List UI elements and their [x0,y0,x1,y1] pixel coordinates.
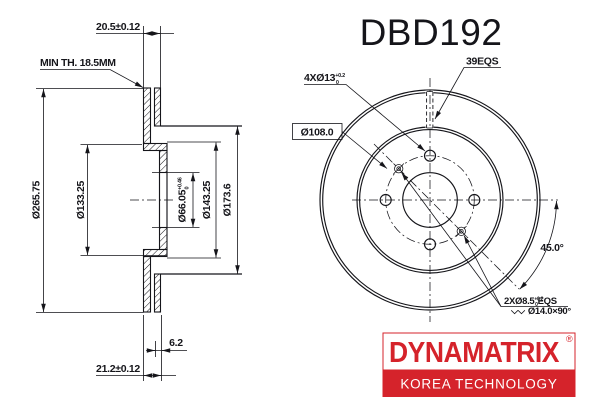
callout-vanes: 39EQS [434,56,501,120]
dim-angle: 45.0° [519,200,564,290]
dim-thickness-label: 20.5±0.12 [96,21,140,33]
min-thickness-label: MIN TH. 18.5MM [40,57,116,69]
logo: DYNAMATRIX ® KOREA TECHNOLOGY [382,332,576,397]
vent-slot [425,90,434,129]
note-min-thickness: MIN TH. 18.5MM [40,57,144,88]
disc-section-geometry [142,87,242,313]
brand-name: DYNAMATRIX [389,337,560,369]
centerlines [352,78,558,322]
countersink-label: ⌵⌵Ø14.0×90° [510,306,571,317]
screw-holes [393,163,467,237]
dim-outer-diameter: Ø265.75 [31,88,144,313]
bore-diameter-label: Ø66.05+0.460 [177,177,191,222]
dim-bore-diameter: Ø66.05+0.460 [152,172,200,228]
outer-diameter-label: Ø265.75 [31,180,43,219]
hat-outer-diameter-label: Ø173.6 [222,183,234,216]
vanes-label: 39EQS [466,56,499,68]
part-number-title: DBD192 [360,12,503,53]
tagline-banner [383,369,575,397]
dim-friction-inner-diameter: Ø133.25 [75,144,167,256]
friction-inner-diameter-label: Ø133.25 [75,180,87,219]
bolt-circle [385,155,475,245]
angle-label: 45.0° [540,242,563,254]
callout-pitch-circle: Ø108.0 [292,123,388,169]
section-view: 20.5±0.12 MIN TH. 18.5MM Ø265.75 Ø133.25… [31,21,242,381]
dim-face-offset: 6.2 [143,315,187,381]
dim-thickness: 20.5±0.12 [96,21,174,88]
total-height-label: 21.2±0.12 [96,363,140,375]
hat-step-diameter-label: Ø143.25 [201,180,213,219]
registered-mark: ® [566,334,573,344]
face-offset-label: 6.2 [169,337,183,349]
dim-hat-outer-diameter: Ø173.6 [222,126,240,274]
dim-total-height: 21.2±0.12 [96,363,176,378]
countersink-icon: ⌵⌵ [510,306,526,317]
bolt-holes [379,149,481,251]
front-view: DBD192 [292,12,572,322]
dim-hat-step-diameter: Ø143.25 [167,141,221,259]
pitch-circle-label: Ø108.0 [301,127,334,139]
tagline-text: KOREA TECHNOLOGY [400,377,557,392]
